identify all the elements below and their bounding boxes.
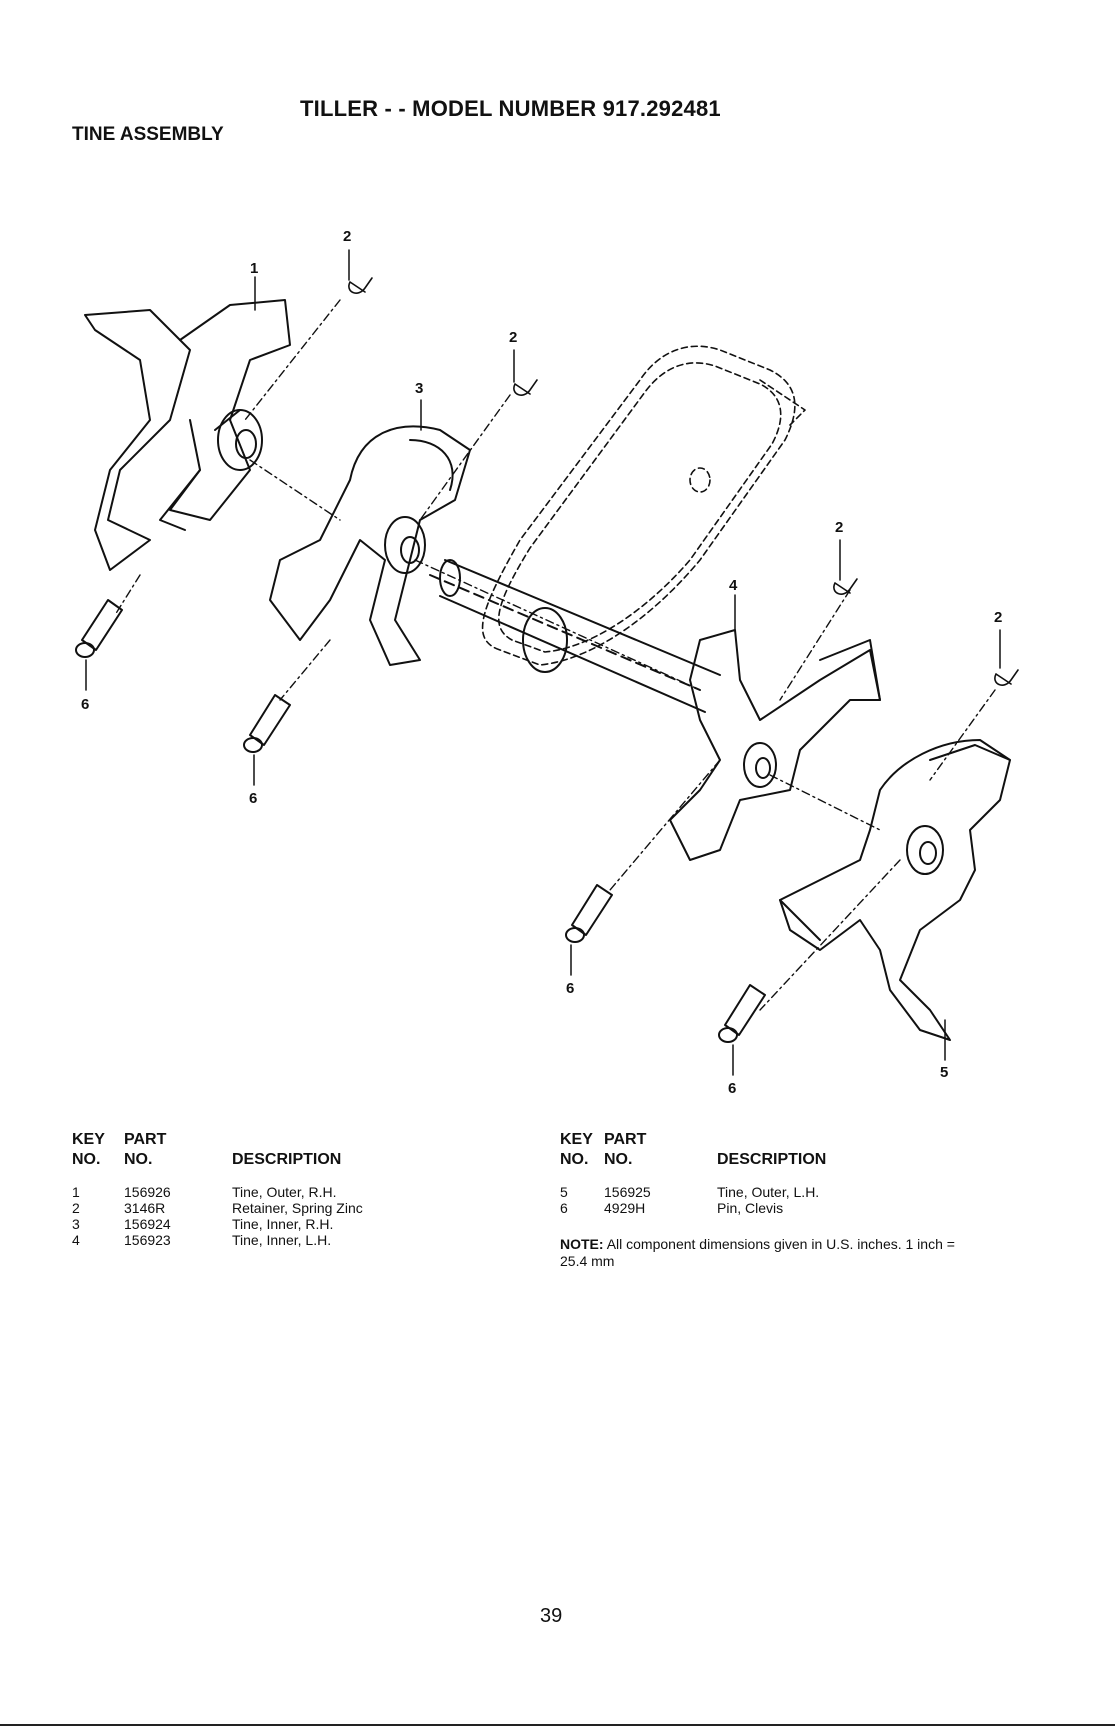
tine-outer-lh (779, 739, 1011, 1041)
tine-assembly-diagram: 1 2 2 3 2 4 2 6 6 6 6 5 (75, 228, 1019, 1097)
dimension-note: NOTE: All component dimensions given in … (560, 1236, 980, 1270)
page-bottom-rule (0, 1724, 1115, 1726)
part-description: Tine, Outer, L.H. (717, 1184, 820, 1200)
axle-shaft (429, 559, 721, 713)
header-key-no: KEY NO. (72, 1131, 105, 1168)
note-text: All component dimensions given in U.S. i… (560, 1236, 955, 1269)
page-title: TILLER - - MODEL NUMBER 917.292481 (300, 96, 721, 121)
callout-leaders (85, 249, 1001, 1076)
gear-case-housing (481, 345, 806, 666)
part-description: Tine, Inner, L.H. (232, 1232, 332, 1248)
part-no: 156926 (124, 1184, 171, 1200)
table-row: 1 156926 Tine, Outer, R.H. (72, 1184, 363, 1200)
tine-inner-rh (269, 425, 471, 666)
note-label: NOTE: (560, 1236, 604, 1252)
callout-6b: 6 (249, 790, 257, 807)
table-row: 6 4929H Pin, Clevis (560, 1200, 826, 1216)
callout-2c: 2 (835, 519, 843, 536)
part-no: 156925 (604, 1184, 651, 1200)
clevis-pins (75, 599, 766, 1043)
table-row: 5 156925 Tine, Outer, L.H. (560, 1184, 826, 1200)
header-description: DESCRIPTION (232, 1151, 342, 1168)
key-no: 3 (72, 1216, 80, 1232)
part-description: Tine, Outer, R.H. (232, 1184, 337, 1200)
part-description: Retainer, Spring Zinc (232, 1200, 363, 1216)
key-no: 1 (72, 1184, 80, 1200)
callout-3: 3 (415, 380, 423, 397)
callout-6c: 6 (566, 980, 574, 997)
callout-6d: 6 (728, 1080, 736, 1097)
axle-hub (522, 607, 568, 673)
callout-2a: 2 (343, 228, 351, 245)
page-number: 39 (540, 1605, 563, 1627)
callout-6a: 6 (81, 696, 89, 713)
key-no: 6 (560, 1200, 568, 1216)
table-row: 3 156924 Tine, Inner, R.H. (72, 1216, 363, 1232)
callout-4: 4 (729, 577, 738, 594)
callout-2b: 2 (509, 329, 517, 346)
key-no: 2 (72, 1200, 80, 1216)
table-header-row: KEY NO. PART NO. DESCRIPTION (560, 1130, 826, 1170)
callout-2d: 2 (994, 609, 1002, 626)
part-no: 3146R (124, 1200, 166, 1216)
table-row: 4 156923 Tine, Inner, L.H. (72, 1232, 363, 1248)
callout-5: 5 (940, 1064, 948, 1081)
part-description: Pin, Clevis (717, 1200, 784, 1216)
alignment-lines (114, 299, 996, 1011)
part-no: 156924 (124, 1216, 171, 1232)
part-no: 156923 (124, 1232, 171, 1248)
key-no: 5 (560, 1184, 568, 1200)
key-no: 4 (72, 1232, 80, 1248)
part-description: Tine, Inner, R.H. (232, 1216, 334, 1232)
table-header-row: KEY NO. PART NO. DESCRIPTION (72, 1130, 363, 1170)
part-no: 4929H (604, 1200, 646, 1216)
callout-1: 1 (250, 260, 258, 277)
tine-inner-lh (669, 629, 881, 861)
section-title: TINE ASSEMBLY (72, 124, 224, 145)
parts-list-left: KEY NO. PART NO. DESCRIPTION 1 156926 Ti… (72, 1130, 363, 1248)
header-part-no: PART NO. (604, 1131, 647, 1168)
table-row: 2 3146R Retainer, Spring Zinc (72, 1200, 363, 1216)
header-description: DESCRIPTION (717, 1151, 827, 1168)
header-key-no: KEY NO. (560, 1131, 593, 1168)
tine-outer-rh (84, 299, 291, 571)
parts-list-right: KEY NO. PART NO. DESCRIPTION 5 156925 Ti… (560, 1130, 826, 1216)
header-part-no: PART NO. (124, 1131, 167, 1168)
spring-retainer-clips (348, 277, 1019, 686)
